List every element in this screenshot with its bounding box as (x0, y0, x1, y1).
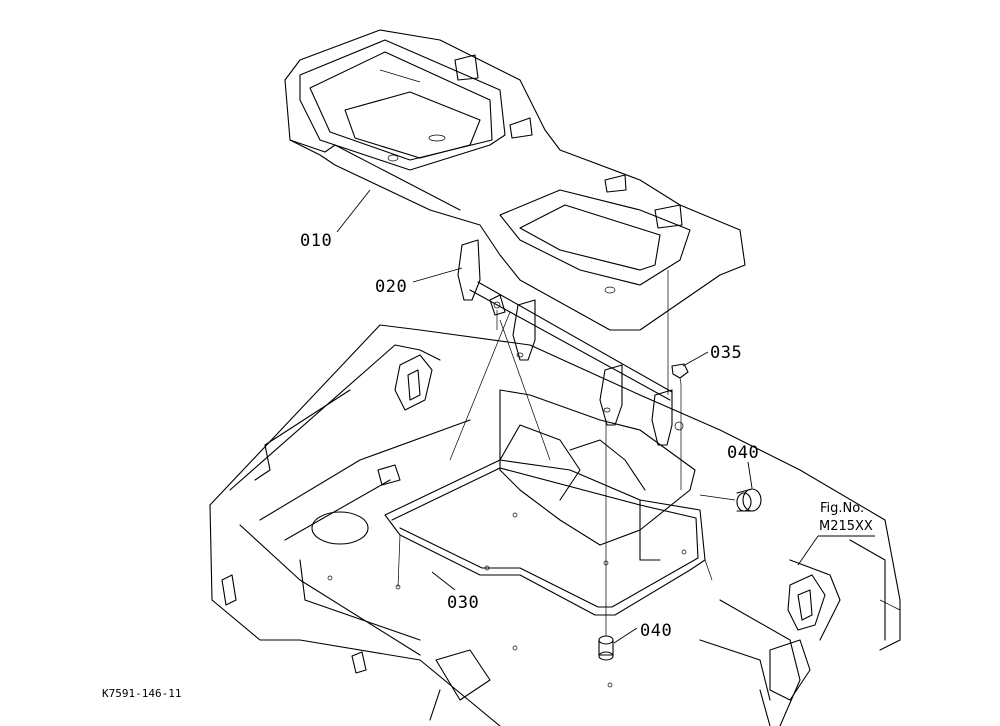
assembly-lines (397, 270, 736, 636)
callout-040-upper: 040 (727, 443, 759, 463)
callout-040-lower: 040 (640, 621, 672, 641)
callout-020: 020 (375, 277, 407, 297)
callout-030: 030 (447, 593, 479, 613)
base-frame (209, 324, 901, 726)
figure-ref-line2: M215XX (819, 519, 873, 534)
grommet-040-upper (736, 488, 762, 512)
clip-035 (671, 363, 689, 385)
console-box-010 (284, 29, 746, 331)
cover-plate-030 (384, 389, 706, 616)
callout-010: 010 (300, 231, 332, 251)
figure-ref-line1: Fig.No. (820, 501, 864, 516)
bracket-bar-020 (457, 239, 684, 446)
leader-lines (336, 189, 875, 644)
callout-035: 035 (710, 343, 742, 363)
grommet-040-lower (598, 635, 614, 661)
drawing-code: K7591-146-11 (102, 687, 181, 700)
